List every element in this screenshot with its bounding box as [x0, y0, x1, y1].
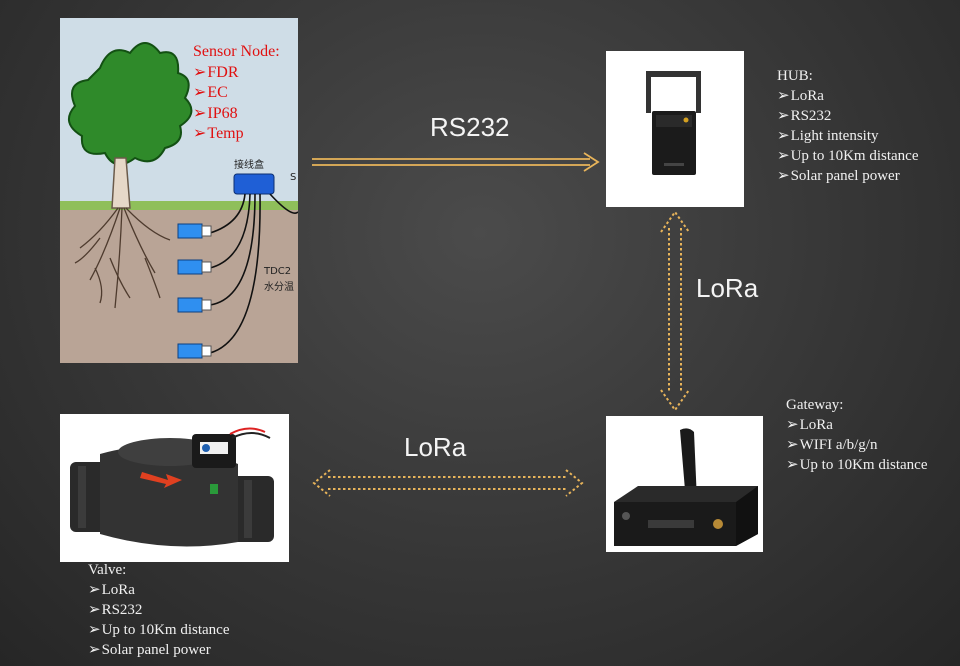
- valve-item: Up to 10Km distance: [88, 620, 230, 640]
- box-label: 接线盒: [234, 158, 264, 171]
- hub-image: [606, 51, 744, 207]
- hub-item: Light intensity: [777, 126, 918, 146]
- rs232-label: RS232: [430, 112, 510, 142]
- gateway-item: WIFI a/b/g/n: [786, 435, 927, 455]
- valve-image: [60, 414, 289, 562]
- gateway-title: Gateway:: [786, 397, 844, 413]
- hub-gateway-lora-label: LoRa: [696, 273, 759, 303]
- sensor-node-title: Sensor Node:: [193, 43, 280, 60]
- valve-device-illustration: [60, 414, 289, 562]
- sensor-node-item: Temp: [193, 124, 280, 145]
- gateway-device-illustration: [606, 416, 763, 552]
- gateway-item: Up to 10Km distance: [786, 455, 928, 475]
- gateway-image: [606, 416, 763, 552]
- valve-item: Solar panel power: [88, 640, 229, 660]
- gateway-item: LoRa: [786, 415, 927, 435]
- valve-title: Valve:: [88, 562, 127, 578]
- hub-item: RS232: [777, 106, 918, 126]
- probe-label-2: 水分温: [264, 281, 294, 293]
- sensor-node-item: IP68: [193, 104, 280, 125]
- sensor-node-image: 接线盒 S TDC2 水分温 Sensor Node: FDR EC IP68: [60, 18, 298, 363]
- hub-item: Up to 10Km distance: [777, 146, 919, 166]
- valve-item: LoRa: [88, 580, 229, 600]
- hub-item: LoRa: [777, 86, 918, 106]
- hub-gateway-lora-arrow: [660, 210, 690, 412]
- hub-spec-list: HUB: LoRa RS232 Light intensity Up to 10…: [777, 66, 918, 186]
- sensor-node-item: EC: [193, 83, 280, 104]
- valve-item: RS232: [88, 600, 229, 620]
- rs232-arrow: [312, 152, 600, 172]
- hub-title: HUB:: [777, 68, 813, 84]
- edge-letter: S: [290, 172, 296, 183]
- valve-gateway-lora-label: LoRa: [404, 432, 467, 462]
- sensor-node-spec-list: Sensor Node: FDR EC IP68 Temp: [193, 42, 280, 145]
- valve-gateway-lora-arrow: [312, 469, 584, 497]
- valve-spec-list: Valve: LoRa RS232 Up to 10Km distance So…: [88, 560, 229, 660]
- probe-label-1: TDC2: [263, 266, 291, 277]
- hub-item: Solar panel power: [777, 166, 918, 186]
- gateway-spec-list: Gateway: LoRa WIFI a/b/g/n Up to 10Km di…: [786, 395, 927, 475]
- hub-device-illustration: [606, 51, 744, 207]
- sensor-node-item: FDR: [193, 63, 280, 84]
